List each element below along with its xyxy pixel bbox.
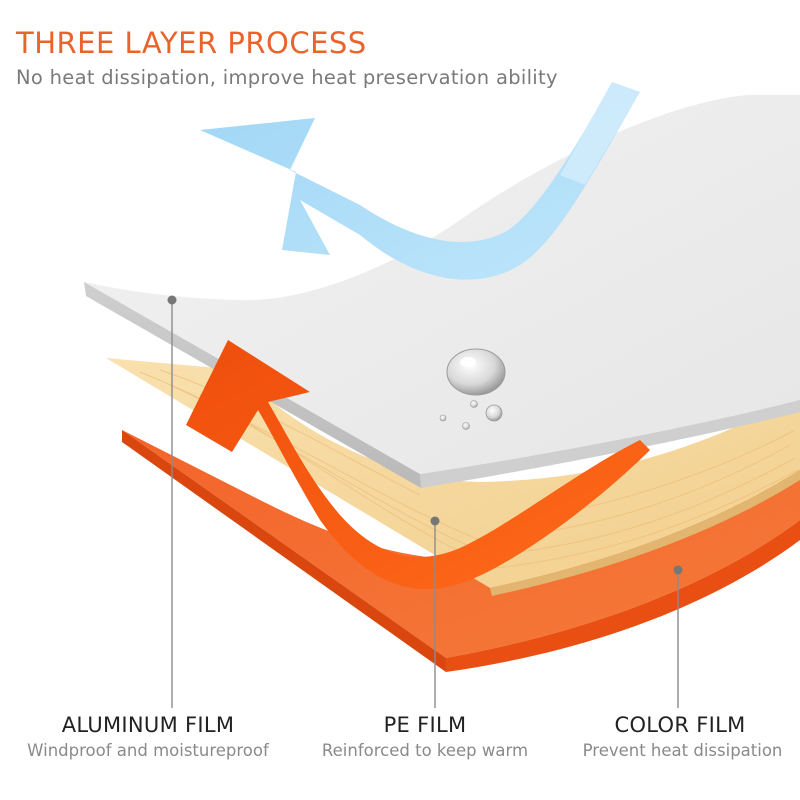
water-droplet-icon [439,348,506,430]
warm-air-arrow-icon [186,340,650,590]
color-film-layer [122,430,800,672]
pe-film-pointer-dot [430,516,440,526]
color-film-description: Prevent heat dissipation [582,741,783,760]
pe-film-label: PE FILM [383,713,467,737]
page-subtitle: No heat dissipation, improve heat preser… [16,66,558,89]
aluminum-film-pointer-dot [167,295,177,305]
aluminum-film-description: Windproof and moistureproof [27,741,269,760]
cold-air-arrow-icon [200,82,640,280]
page-title: THREE LAYER PROCESS [16,26,367,60]
leader-lines [171,300,679,708]
aluminum-film-label: ALUMINUM FILM [61,713,235,737]
aluminum-film-layer [84,95,800,488]
color-film-pointer-dot [673,565,683,575]
color-film-label: COLOR FILM [614,713,746,737]
pe-film-description: Reinforced to keep warm [321,741,529,760]
